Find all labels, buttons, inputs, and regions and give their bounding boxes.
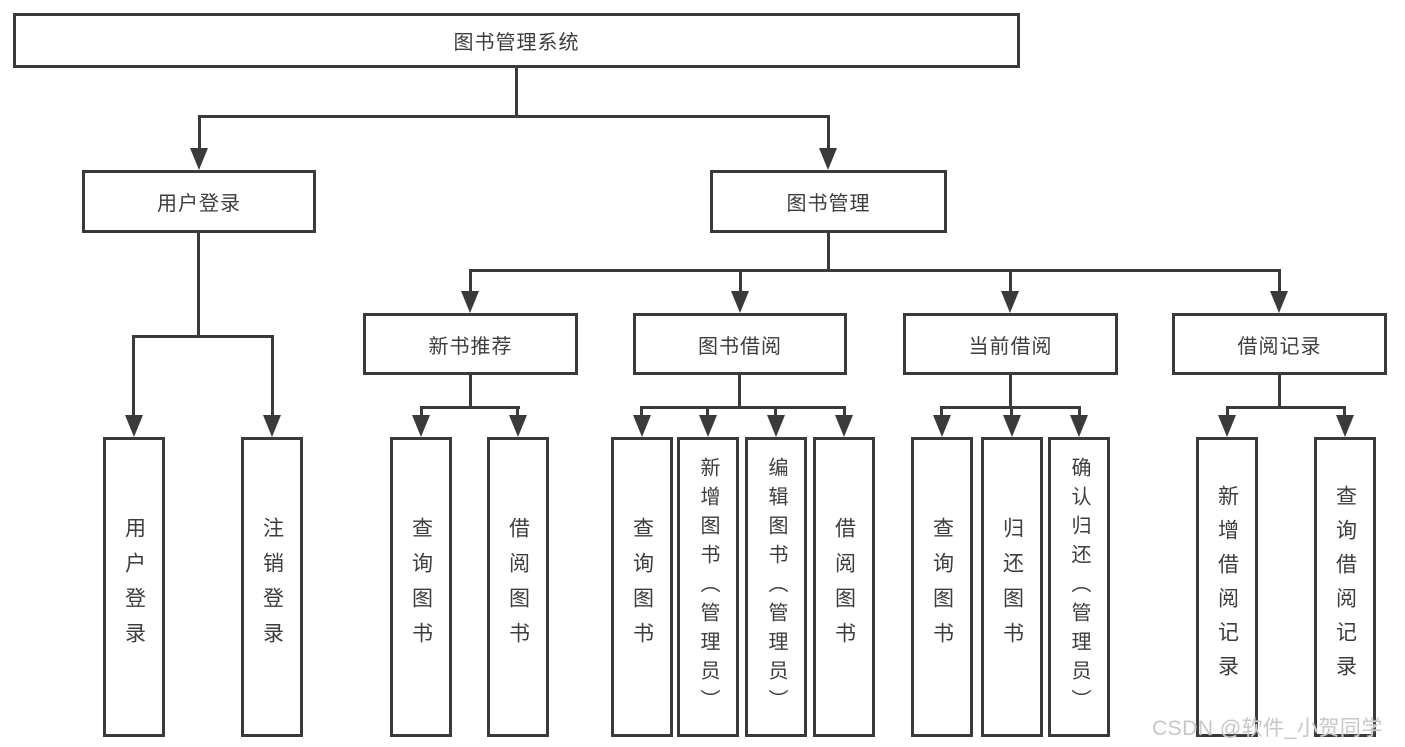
node-label: 图书管理系统 [453,32,580,54]
csdn-watermark: CSDN @软件_小贺同学 [1152,717,1383,740]
arrow-down-icon [263,415,281,437]
connector-line [1343,406,1346,417]
node-label: 新书推荐 [428,335,513,358]
connector-line [271,335,274,417]
leaf-query-books-2: 查询图书 [611,437,673,737]
node-borrowing-records: 借阅记录 [1172,313,1387,375]
leaf-label: 用户登录 [122,517,146,657]
connector-line [843,406,846,417]
leaf-borrow-books-2: 借阅图书 [813,437,875,737]
connector-line [197,233,200,337]
leaf-label: 注销登录 [260,517,284,657]
connector-line [1010,406,1013,417]
connector-line [420,406,423,417]
node-new-book-recommend: 新书推荐 [363,313,578,375]
connector-line [827,233,830,272]
leaf-label: 新增借阅记录 [1215,485,1239,689]
leaf-label: 查询借阅记录 [1333,485,1357,689]
arrow-down-icon [835,415,853,437]
connector-line [1009,375,1012,409]
connector-line [469,269,1281,272]
connector-line [198,115,201,151]
arrow-down-icon [190,148,208,170]
connector-line [132,335,135,417]
connector-line [1009,269,1012,293]
node-book-management-system: 图书管理系统 [13,13,1020,68]
leaf-query-books-3: 查询图书 [911,437,973,737]
connector-line [420,406,520,409]
connector-line [738,375,741,409]
connector-line [640,406,643,417]
arrow-down-icon [633,415,651,437]
arrow-down-icon [1001,291,1019,313]
node-book-management: 图书管理 [710,170,947,233]
leaf-label: 借阅图书 [832,517,856,657]
leaf-label: 查询图书 [930,517,954,657]
connector-line [198,115,830,118]
connector-line [515,68,518,117]
leaf-label: 确认归还（管理员） [1068,456,1090,718]
arrow-down-icon [731,291,749,313]
leaf-label: 查询图书 [409,517,433,657]
node-label: 当前借阅 [968,335,1053,358]
arrow-down-icon [1003,415,1021,437]
connector-line [1278,375,1281,409]
leaf-query-borrow-record: 查询借阅记录 [1314,437,1376,737]
connector-line [940,406,943,417]
node-user-login: 用户登录 [82,170,316,233]
arrow-down-icon [819,148,837,170]
arrow-down-icon [767,415,785,437]
connector-line [469,375,472,409]
arrow-down-icon [933,415,951,437]
node-book-borrowing: 图书借阅 [633,313,847,375]
arrow-down-icon [509,415,527,437]
arrow-down-icon [412,415,430,437]
arrow-down-icon [1336,415,1354,437]
leaf-borrow-books-1: 借阅图书 [487,437,549,737]
connector-line [774,406,777,417]
connector-line [516,406,519,417]
arrow-down-icon [1070,415,1088,437]
leaf-edit-books-admin: 编辑图书（管理员） [745,437,807,737]
connector-line [739,269,742,293]
arrow-down-icon [461,291,479,313]
connector-line [827,115,830,151]
leaf-confirm-return-admin: 确认归还（管理员） [1048,437,1110,737]
leaf-add-borrow-record: 新增借阅记录 [1196,437,1258,737]
connector-line [706,406,709,417]
node-label: 借阅记录 [1237,335,1322,358]
leaf-label: 借阅图书 [506,517,530,657]
arrow-down-icon [125,415,143,437]
leaf-logout: 注销登录 [241,437,303,737]
leaf-label: 新增图书（管理员） [697,456,719,718]
connector-line [469,269,472,293]
connector-line [1226,406,1229,417]
node-label: 图书借阅 [698,335,782,358]
connector-line [1226,406,1346,409]
connector-line [640,406,846,409]
arrow-down-icon [1218,415,1236,437]
leaf-label: 编辑图书（管理员） [765,456,787,718]
leaf-return-books: 归还图书 [981,437,1043,737]
arrow-down-icon [699,415,717,437]
leaf-user-login: 用户登录 [103,437,165,737]
connector-line [1278,269,1281,293]
connector-line [1078,406,1081,417]
leaf-label: 查询图书 [630,517,654,657]
connector-line [132,335,274,338]
node-current-borrowing: 当前借阅 [903,313,1118,375]
leaf-label: 归还图书 [1000,517,1024,657]
leaf-add-books-admin: 新增图书（管理员） [677,437,739,737]
arrow-down-icon [1270,291,1288,313]
node-label: 图书管理 [786,193,871,215]
node-label: 用户登录 [157,193,241,215]
leaf-query-books-1: 查询图书 [390,437,452,737]
